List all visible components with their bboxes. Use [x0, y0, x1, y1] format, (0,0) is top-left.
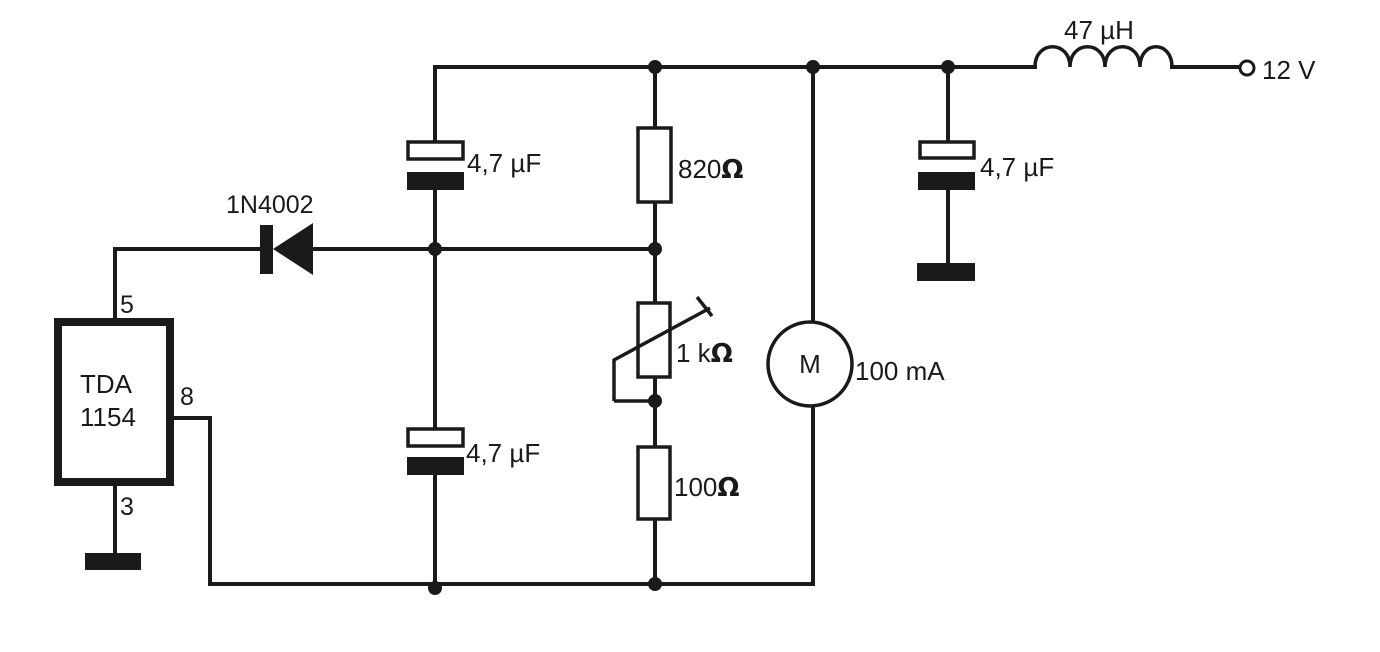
- junctions: [428, 60, 955, 595]
- inductor-47uh: 47 µH: [1033, 15, 1174, 68]
- junction-dot: [648, 242, 662, 256]
- resistor-100: 100Ω: [636, 445, 740, 521]
- supply-terminal: 12 V: [1238, 55, 1316, 85]
- capacitor-bottom: 4,7 µF: [406, 427, 540, 475]
- junction-dot: [428, 242, 442, 256]
- ic-name-line2: 1154: [80, 402, 136, 432]
- wires: [113, 65, 1242, 586]
- wire-motor-bottom: [170, 404, 815, 586]
- junction-dot: [941, 60, 955, 74]
- ic-name-line1: TDA: [80, 369, 133, 399]
- capacitor-plus-plate: [406, 427, 465, 448]
- resistor-820: 820Ω: [636, 126, 744, 204]
- resistor-820-label: 820Ω: [678, 154, 744, 185]
- capacitor-minus-plate: [918, 172, 975, 190]
- resistor-820-value: 820: [678, 154, 721, 184]
- ic-pin5-label: 5: [120, 291, 134, 319]
- pot-body: [636, 301, 672, 379]
- resistor-body: [636, 126, 673, 204]
- ic-body: [54, 318, 174, 486]
- potentiometer-1k: 1 kΩ: [612, 295, 733, 403]
- pot-wiper-arrow-icon: [612, 306, 711, 401]
- junction-dot: [648, 577, 662, 591]
- ohm-symbol: Ω: [711, 339, 733, 369]
- junction-dot: [428, 581, 442, 595]
- capacitor-bottom-label: 4,7 µF: [466, 438, 540, 468]
- supply-voltage-label: 12 V: [1262, 55, 1316, 85]
- motor-icon: [766, 320, 854, 408]
- junction-dot: [648, 60, 662, 74]
- ground-icon: [85, 553, 141, 570]
- ic-tda1154: TDA 1154 5 8 3: [54, 291, 194, 570]
- capacitor-plus-plate: [406, 140, 465, 161]
- junction-dot: [806, 60, 820, 74]
- ic-pin3-label: 3: [120, 493, 134, 521]
- motor: M 100 mA: [766, 320, 945, 408]
- motor-current-label: 100 mA: [855, 356, 945, 386]
- diode-label: 1N4002: [226, 191, 314, 219]
- resistor-body: [636, 445, 672, 521]
- capacitor-top: 4,7 µF: [406, 140, 541, 190]
- capacitor-minus-plate: [407, 172, 464, 190]
- motor-symbol: M: [799, 349, 821, 379]
- diode-cathode-bar: [260, 225, 273, 274]
- capacitor-minus-plate: [407, 457, 464, 475]
- terminal-icon: [1238, 59, 1256, 77]
- wire-ic-pin5-to-diode: [113, 247, 264, 322]
- diode-triangle-icon: [273, 223, 313, 275]
- wire-top-rail: [433, 65, 1037, 147]
- pot-wiper-tee: [695, 295, 714, 318]
- inductor-label: 47 µH: [1064, 15, 1134, 45]
- pot-value: 1 k: [676, 338, 712, 368]
- pot-label: 1 kΩ: [676, 338, 733, 369]
- resistor-100-value: 100: [674, 472, 717, 502]
- capacitor-supply-label: 4,7 µF: [980, 152, 1054, 182]
- diode-1n4002: 1N4002: [226, 191, 314, 275]
- inductor-coil-icon: [1033, 45, 1174, 68]
- ohm-symbol: Ω: [721, 155, 743, 185]
- capacitor-supply: 4,7 µF: [917, 140, 1054, 281]
- ground-icon: [917, 263, 975, 281]
- capacitor-top-label: 4,7 µF: [467, 148, 541, 178]
- capacitor-plus-plate: [918, 140, 976, 160]
- resistor-100-label: 100Ω: [674, 472, 740, 503]
- ic-pin8-label: 8: [180, 383, 194, 411]
- ohm-symbol: Ω: [717, 473, 739, 503]
